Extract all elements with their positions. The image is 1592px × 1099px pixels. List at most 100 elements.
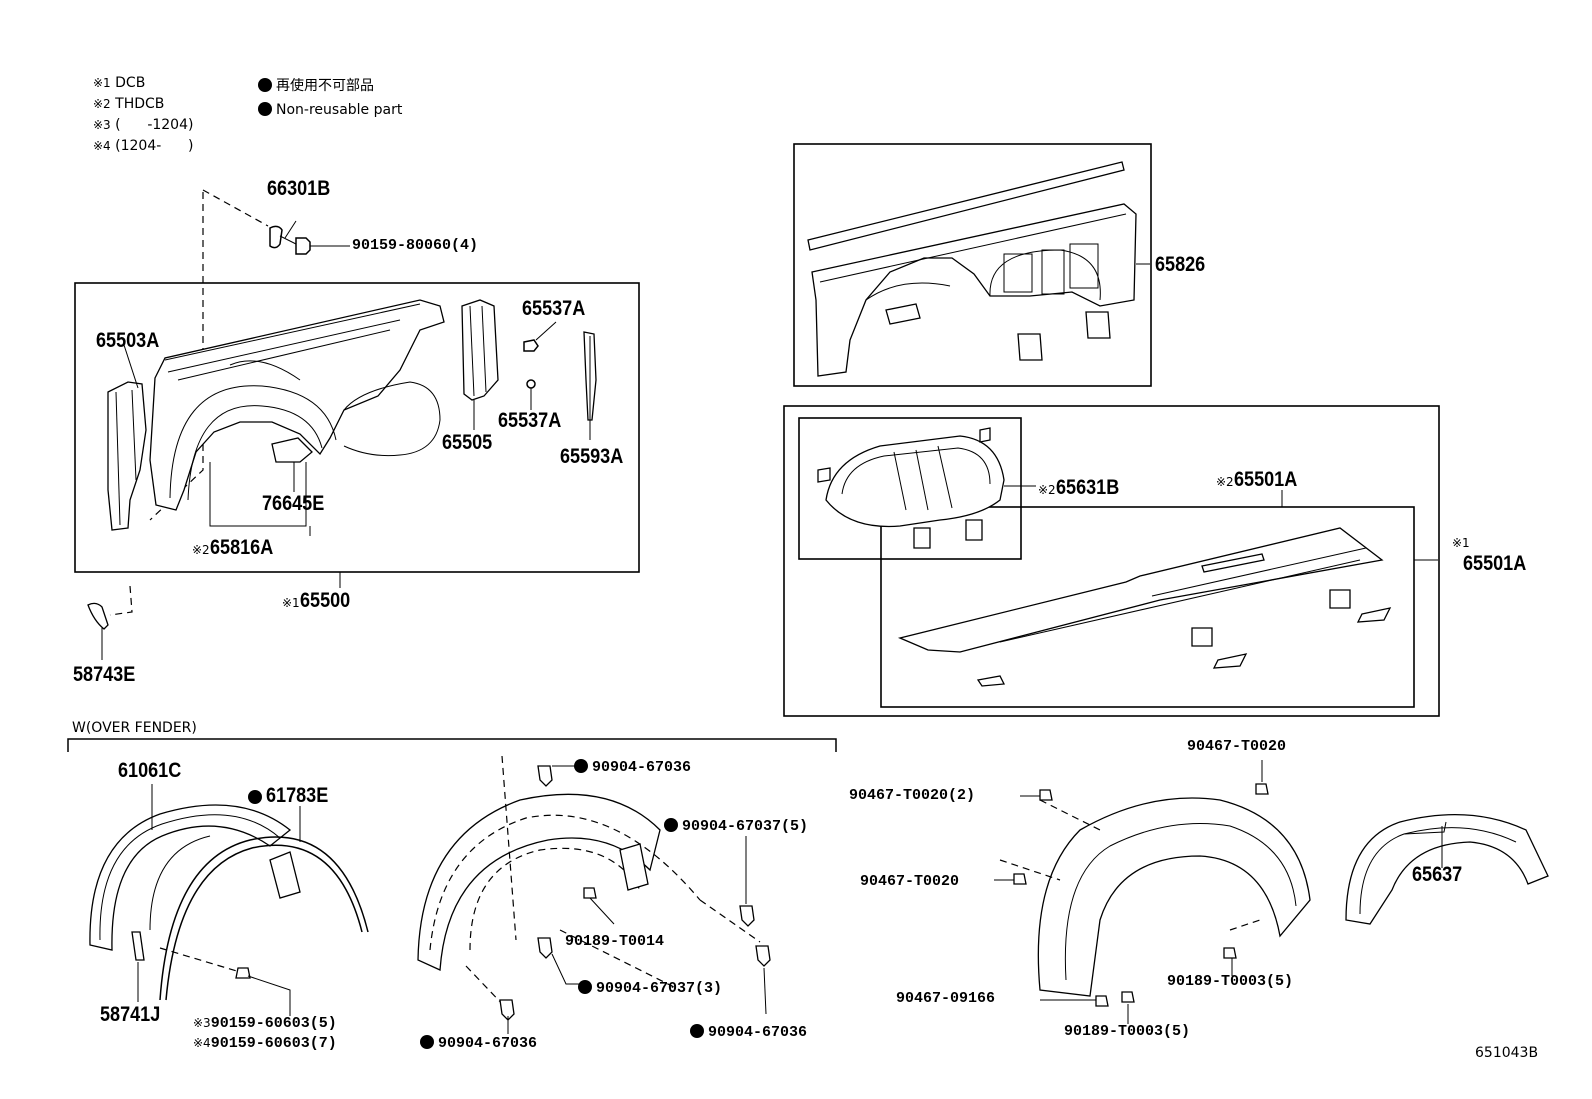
leader-dash	[159, 947, 241, 973]
part-label-65637[interactable]: 65637	[1412, 863, 1463, 886]
strip-65593A-shape	[583, 331, 597, 421]
legend-note-3: ※3 ( -1204)	[93, 118, 193, 132]
part-90904-67036-a[interactable]: 90904-67036	[574, 759, 691, 775]
part-label-66301B[interactable]: 66301B	[267, 177, 331, 200]
box-65826-group	[793, 143, 1152, 387]
legend-non-reusable-jp: 再使用不可部品	[258, 78, 374, 93]
part-label-90904-67036-c: 90904-67036	[708, 1024, 808, 1041]
note-mark: ※1	[93, 76, 111, 90]
part-label-65816A: 65816A	[209, 536, 273, 559]
fender-liner-right-shape	[999, 797, 1311, 997]
part-label-90904-67036-b: 90904-67036	[438, 1035, 538, 1052]
part-label-90189-T0003-5-bottom[interactable]: 90189-T0003(5)	[1064, 1023, 1191, 1040]
part-label-61783E: 61783E	[266, 784, 329, 807]
clip-65537A-low-shape	[526, 379, 536, 389]
part-label-61061C[interactable]: 61061C	[118, 759, 182, 782]
strip-58743E-shape	[87, 602, 109, 630]
leader-dash	[559, 929, 681, 991]
part-label-65593A[interactable]: 65593A	[560, 445, 624, 468]
part-90904-67037-3[interactable]: 90904-67037(3)	[578, 980, 722, 996]
leader-dash	[202, 189, 269, 227]
note-text: (1204- )	[115, 138, 194, 154]
part-label-76645E[interactable]: 76645E	[262, 492, 325, 515]
diagram-id: 651043B	[1475, 1045, 1539, 1061]
note-mark: ※2	[1038, 483, 1056, 497]
part-65816A[interactable]: ※265816A	[192, 537, 283, 558]
part-90904-67037-5[interactable]: 90904-67037(5)	[664, 818, 808, 834]
non-reusable-bullet-icon	[574, 759, 588, 773]
fender-liner-shape	[417, 793, 701, 971]
note-mark: ※4	[93, 139, 111, 153]
leader-90159-60603	[247, 975, 291, 1016]
part-label-65501A-right[interactable]: 65501A	[1463, 552, 1527, 575]
leader-90904-67036-c	[763, 967, 767, 1015]
leader-66301B	[284, 220, 297, 239]
part-label-90904-67037-5: 90904-67037(5)	[682, 818, 809, 835]
screw-90159-60603-shape	[235, 967, 251, 979]
pillar-65503A-shape	[107, 381, 147, 531]
clips-lower-right	[1013, 783, 1269, 1007]
clip-66301B-shape	[269, 225, 311, 255]
bed-side-panel-65826-shape	[807, 161, 1137, 377]
note-mark: ※3	[93, 118, 111, 132]
part-label-90189-T0003-5-right[interactable]: 90189-T0003(5)	[1167, 973, 1294, 990]
part-label-65505[interactable]: 65505	[442, 431, 493, 454]
part-90904-67036-c[interactable]: 90904-67036	[690, 1024, 807, 1040]
clips-lower-middle	[499, 765, 771, 1021]
rear-fender-panel-shape	[149, 299, 445, 511]
leader-dash	[699, 899, 761, 943]
part-65500[interactable]: ※165500	[282, 590, 358, 611]
part-90159-60603-7[interactable]: ※490159-60603(7)	[193, 1035, 337, 1051]
over-fender-bracket	[67, 738, 837, 752]
part-90904-67036-b[interactable]: 90904-67036	[420, 1035, 537, 1051]
part-61783E[interactable]: 61783E	[248, 785, 338, 806]
clip-65537A-top-shape	[523, 339, 539, 352]
part-label-90467-T0020-mid[interactable]: 90467-T0020	[860, 873, 960, 890]
non-reusable-bullet-icon	[258, 102, 272, 116]
note-text: ( -1204)	[115, 117, 194, 133]
leader-dash	[109, 585, 133, 616]
part-label-90189-T0014[interactable]: 90189-T0014	[565, 933, 665, 950]
bed-floor-65501A-shape	[897, 527, 1392, 687]
legend-note-1: ※1 DCB	[93, 76, 145, 90]
part-label-90159-60603-7: 90159-60603(7)	[210, 1035, 337, 1052]
part-90159-60603-5[interactable]: ※390159-60603(5)	[193, 1015, 337, 1031]
part-label-65826[interactable]: 65826	[1155, 253, 1206, 276]
part-label-65503A[interactable]: 65503A	[96, 329, 160, 352]
liner-65637-shape	[1345, 813, 1549, 925]
leader-65816A	[209, 462, 307, 527]
part-label-65537A-top[interactable]: 65537A	[522, 297, 586, 320]
leader-65537A-top	[535, 321, 557, 341]
note-mark-65501A-right: ※1	[1452, 536, 1470, 550]
part-65501A-top[interactable]: ※265501A	[1216, 469, 1307, 490]
part-label-58743E[interactable]: 58743E	[73, 663, 136, 686]
non-reusable-en-text: Non-reusable part	[276, 102, 403, 118]
bracket-76645E-shape	[271, 437, 313, 463]
leader-90904-67037-3	[551, 953, 580, 985]
bracket-65505-shape	[461, 299, 499, 401]
part-65631B[interactable]: ※265631B	[1038, 477, 1129, 498]
wheelhouse-65631B-shape	[817, 427, 1005, 549]
part-label-90467-T0020-2[interactable]: 90467-T0020(2)	[849, 787, 976, 804]
part-label-90467-09166[interactable]: 90467-09166	[896, 990, 996, 1007]
part-label-58741J[interactable]: 58741J	[100, 1003, 161, 1026]
strip-58741J-shape	[131, 931, 145, 961]
box-65500-group	[74, 282, 640, 573]
part-label-65631B: 65631B	[1055, 476, 1119, 499]
non-reusable-bullet-icon	[690, 1024, 704, 1038]
note-mark: ※2	[192, 543, 210, 557]
note-mark: ※4	[193, 1036, 211, 1050]
part-label-65500: 65500	[299, 589, 350, 612]
over-fender-61061C-shape	[89, 804, 292, 951]
part-label-65537A-low[interactable]: 65537A	[498, 409, 562, 432]
legend-note-4: ※4 (1204- )	[93, 139, 193, 153]
part-label-90159-80060[interactable]: 90159-80060(4)	[352, 237, 479, 254]
non-reusable-bullet-icon	[258, 78, 272, 92]
part-label-90467-T0020-top[interactable]: 90467-T0020	[1187, 738, 1287, 755]
non-reusable-bullet-icon	[248, 790, 262, 804]
box-65631B-group	[798, 417, 1022, 560]
leader-65503A	[123, 344, 139, 389]
part-label-65501A-top: 65501A	[1233, 468, 1297, 491]
